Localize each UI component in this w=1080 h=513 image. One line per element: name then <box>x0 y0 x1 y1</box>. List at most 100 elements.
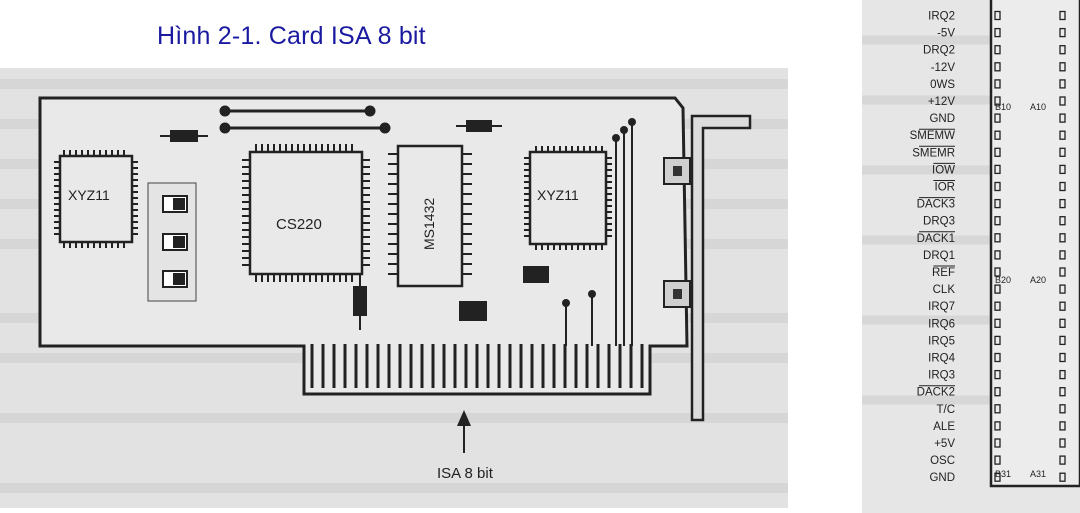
pin-a <box>1059 96 1066 106</box>
signal-label: REF <box>932 267 955 279</box>
signal-label: T/C <box>936 404 955 416</box>
bracket-tab-bottom <box>663 280 691 308</box>
pin-a <box>1059 164 1066 175</box>
pin-b <box>994 96 1001 106</box>
pin-b <box>994 164 1001 175</box>
edge-connector-fingers <box>310 344 644 388</box>
isa-pinout-drawing: IRQ2-5VDRQ2-12V0WS+12VGNDSMEMWSMEMRIOWIO… <box>862 0 1080 488</box>
pin-rows <box>994 10 1066 482</box>
pin-a <box>1059 438 1066 448</box>
big-chip-label: CS220 <box>276 216 322 233</box>
dip-chip-label: MS1432 <box>421 198 437 250</box>
pin-b <box>994 79 1001 89</box>
top-capacitor-right <box>456 120 502 132</box>
pin-a <box>1059 113 1066 123</box>
pin-b <box>994 130 1001 140</box>
figure-caption: Hình 2-1. Card ISA 8 bit <box>157 22 426 50</box>
signal-label: -5V <box>937 28 955 40</box>
pin-a <box>1059 147 1066 157</box>
top-capacitor-left <box>160 130 208 142</box>
pin-a <box>1059 62 1066 72</box>
pinout-connector-body <box>989 0 1080 488</box>
isa-card-photo: XYZ11 <box>0 68 788 508</box>
pin-a <box>1059 318 1066 328</box>
small-component-a <box>523 266 549 283</box>
signal-label: DACK1 <box>917 233 955 245</box>
signal-label: DRQ2 <box>923 45 955 57</box>
crystal-oscillator <box>353 273 367 330</box>
signal-label: IRQ6 <box>928 318 955 330</box>
signal-label: IRQ5 <box>928 335 955 347</box>
signal-label: IOR <box>935 182 955 194</box>
pin-a <box>1059 10 1066 21</box>
pin-b <box>994 250 1001 260</box>
pin-a <box>1059 27 1066 38</box>
pin-b <box>994 181 1001 192</box>
pin-marker-a20: A20 <box>1030 275 1046 285</box>
signal-label: GND <box>929 472 955 484</box>
signal-label: +12V <box>928 96 956 108</box>
pin-b <box>994 404 1001 414</box>
pin-a <box>1059 352 1066 363</box>
pin-b <box>994 27 1001 38</box>
pin-marker-b20: B20 <box>995 275 1011 285</box>
signal-labels: IRQ2-5VDRQ2-12V0WS+12VGNDSMEMWSMEMRIOWIO… <box>910 11 956 485</box>
pin-b <box>994 113 1001 123</box>
pin-b <box>994 318 1001 328</box>
right-traces <box>562 118 636 346</box>
signal-label: -12V <box>931 62 956 74</box>
pin-b <box>994 455 1001 465</box>
pin-b <box>994 216 1001 226</box>
pin-a <box>1059 216 1066 226</box>
isa-card-drawing: XYZ11 <box>0 79 788 493</box>
pin-b <box>994 352 1001 363</box>
pin-marker-a10: A10 <box>1030 102 1046 112</box>
pin-marker-a31: A31 <box>1030 469 1046 479</box>
pin-a <box>1059 267 1066 277</box>
pin-b <box>994 10 1001 21</box>
pin-a <box>1059 45 1066 55</box>
pin-a <box>1059 233 1066 243</box>
pin-a <box>1059 455 1066 465</box>
signal-label: OSC <box>930 455 955 467</box>
pin-a <box>1059 130 1066 140</box>
signal-label: ALE <box>933 421 955 433</box>
signal-label: IOW <box>932 164 955 176</box>
pin-b <box>994 284 1001 294</box>
pin-a <box>1059 198 1066 209</box>
connector-arrow <box>457 410 471 453</box>
pin-a <box>1059 284 1066 294</box>
signal-label: +5V <box>934 438 955 450</box>
mounting-bracket <box>690 114 752 422</box>
signal-label: DACK2 <box>917 387 955 399</box>
pin-a <box>1059 421 1066 431</box>
signal-label: IRQ7 <box>928 301 955 313</box>
pin-a <box>1059 301 1066 311</box>
big-chip: CS220 <box>242 144 370 282</box>
pin-b <box>994 147 1001 157</box>
signal-label: IRQ2 <box>928 11 955 23</box>
left-chip-label: XYZ11 <box>68 187 110 203</box>
pin-a <box>1059 335 1066 346</box>
left-chip: XYZ11 <box>54 150 138 248</box>
pin-b <box>994 198 1001 209</box>
signal-label: IRQ3 <box>928 370 955 382</box>
signal-label: DRQ1 <box>923 250 955 262</box>
pin-b <box>994 421 1001 431</box>
pin-b <box>994 387 1001 397</box>
pin-a <box>1059 404 1066 414</box>
pin-a <box>1059 79 1066 89</box>
pin-a <box>1059 472 1066 482</box>
pin-b <box>994 233 1001 243</box>
pin-b <box>994 438 1001 448</box>
right-chip: XYZ11 <box>524 146 612 250</box>
pin-b <box>994 301 1001 311</box>
pin-a <box>1059 387 1066 397</box>
top-traces <box>219 105 391 134</box>
signal-label: DACK3 <box>917 199 955 211</box>
pin-a <box>1059 369 1066 380</box>
connector-label: ISA 8 bit <box>437 465 494 482</box>
signal-label: SMEMR <box>912 147 955 159</box>
signal-label: 0WS <box>930 79 955 91</box>
